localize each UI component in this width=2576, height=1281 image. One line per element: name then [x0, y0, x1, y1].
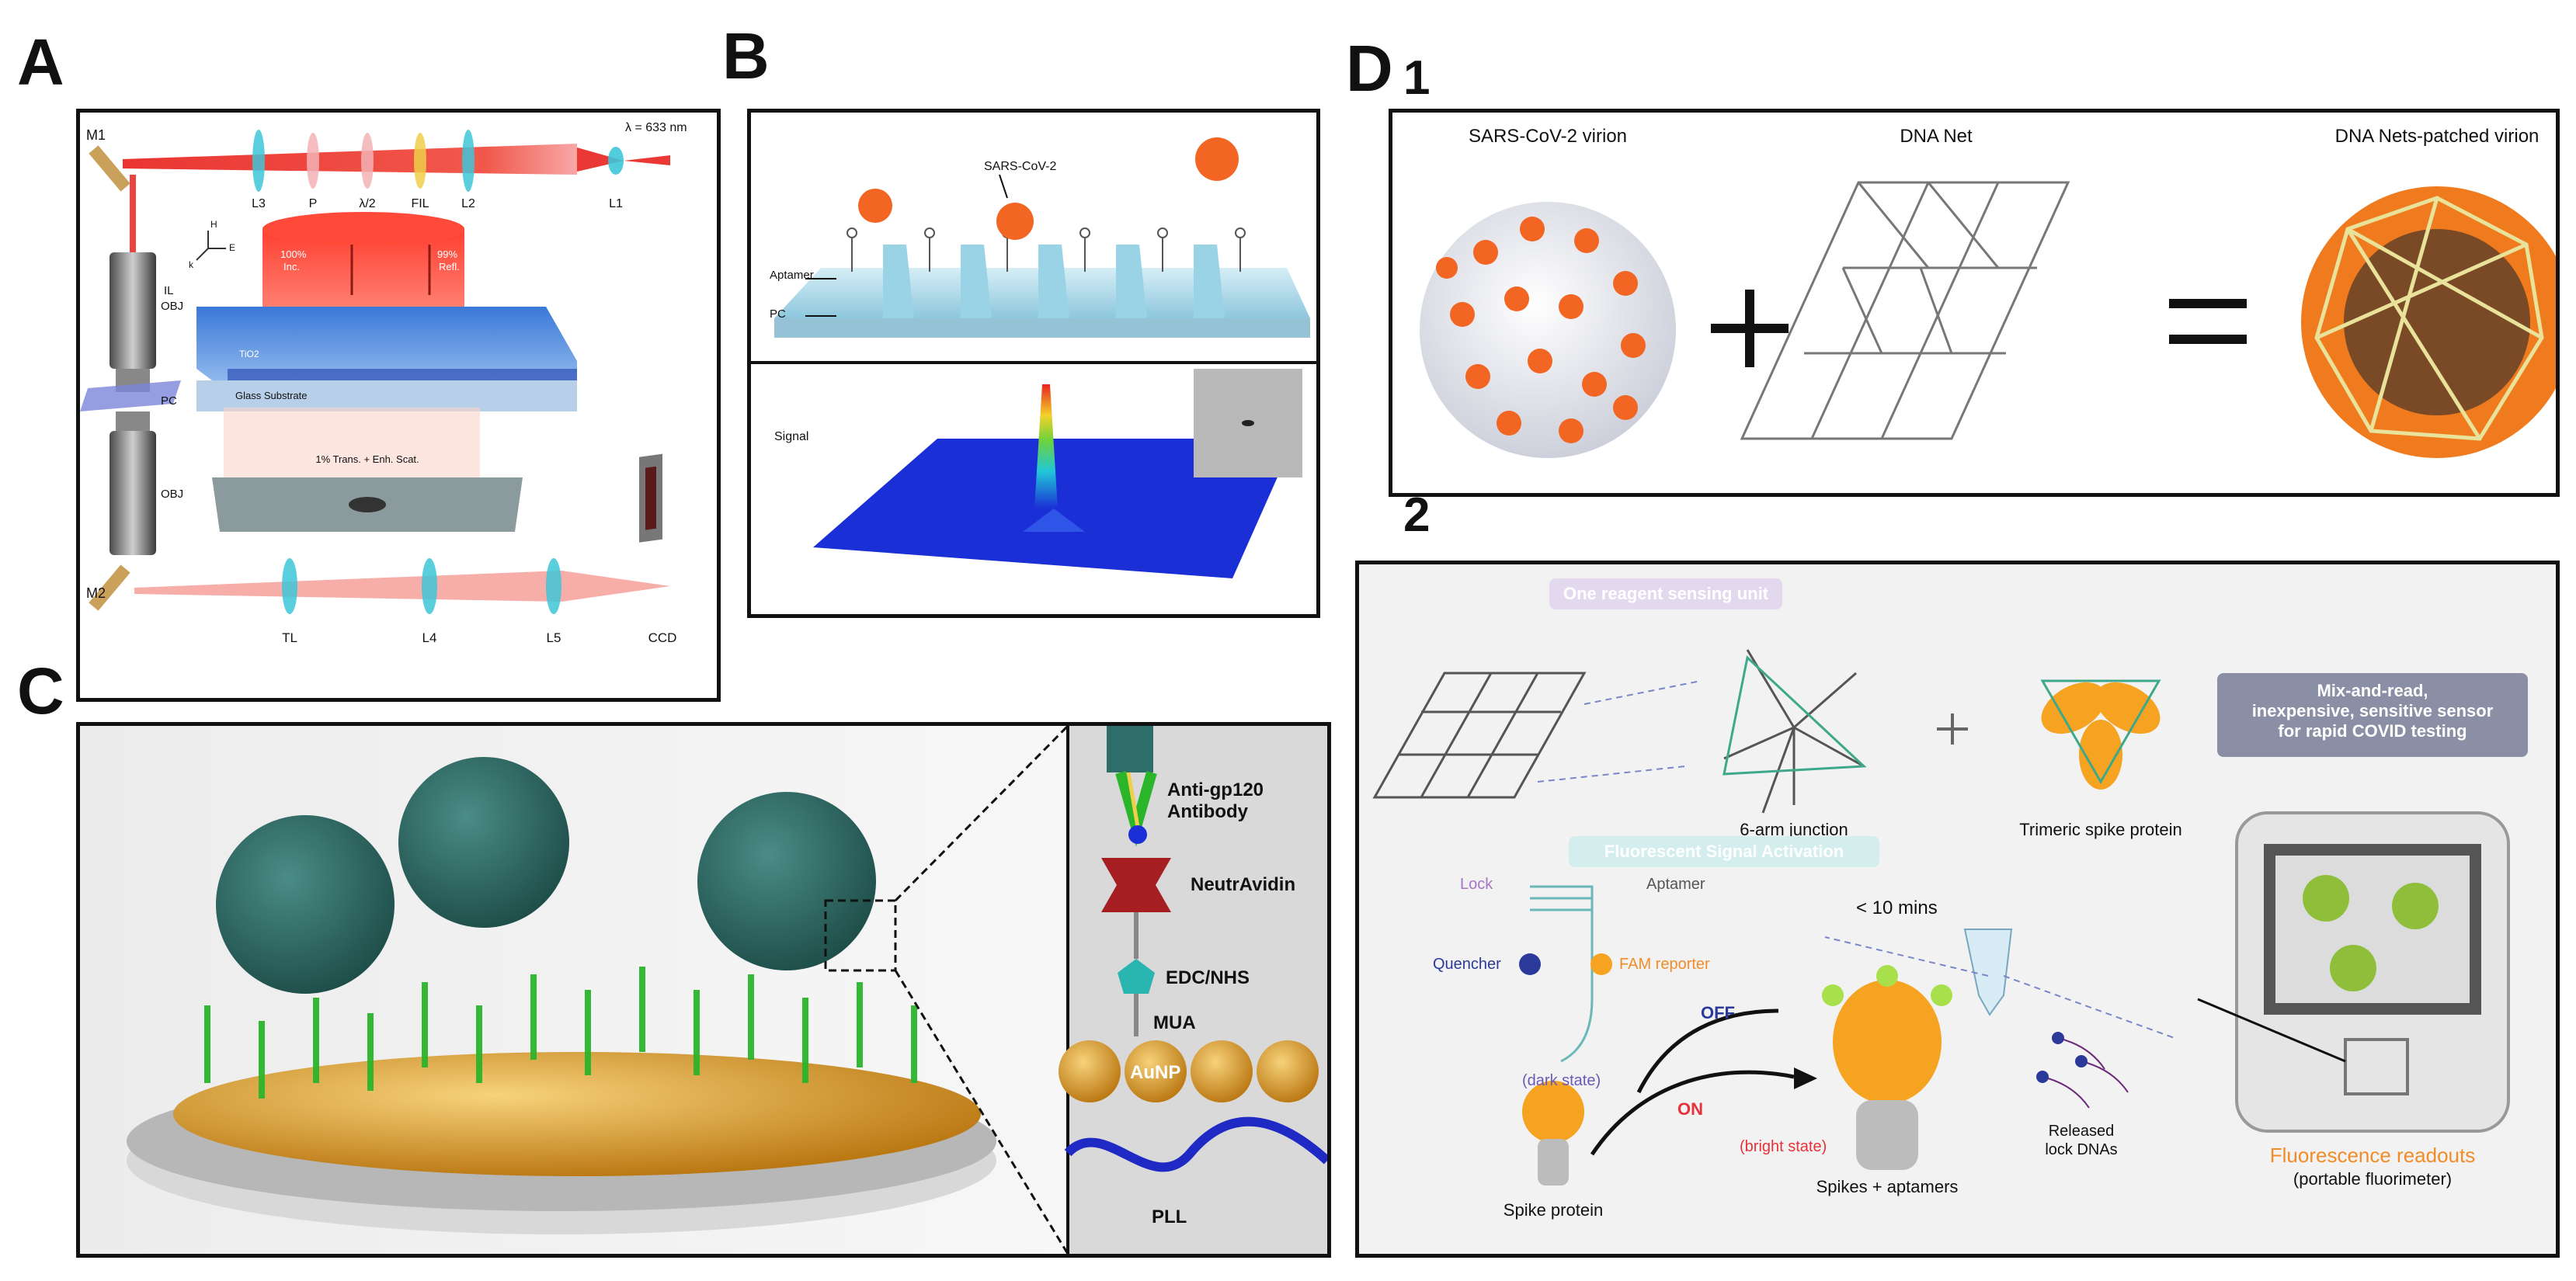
tio2-label: TiO2 — [239, 349, 259, 359]
panel-label-c: C — [17, 654, 64, 727]
mirror-m1 — [89, 145, 130, 192]
axis-e-label: E — [229, 242, 236, 253]
edc-nhs-label: EDC/NHS — [1166, 967, 1250, 988]
panel-label-d1: 1 — [1403, 51, 1431, 105]
lock-label: Lock — [1460, 876, 1493, 893]
panel-c-aunp-sensor: Anti-gp120 Antibody NeutrAvidin EDC/NHS … — [76, 722, 1331, 1258]
aptamer-label: Aptamer — [770, 269, 814, 282]
dna-net-label: DNA Net — [1900, 126, 1973, 147]
tl-label: TL — [282, 630, 297, 645]
virion-label: SARS-CoV-2 virion — [1468, 126, 1628, 147]
panel-label-a: A — [17, 26, 64, 99]
substrate-label: Glass Substrate — [235, 390, 308, 401]
anti-gp120-label: Anti-gp120 — [1167, 779, 1264, 800]
il-label: IL — [164, 284, 174, 297]
il-obj-label: OBJ — [161, 300, 184, 313]
dark-state-label: (dark state) — [1522, 1072, 1601, 1089]
aunp-label: AuNP — [1130, 1062, 1181, 1083]
antibody-label: Antibody — [1167, 801, 1248, 822]
time-label: < 10 mins — [1856, 897, 1938, 918]
signal-label: Signal — [774, 430, 809, 443]
ccd-label: CCD — [648, 630, 677, 645]
readout-line-1: Fluorescence readouts — [2269, 1144, 2476, 1167]
panel-d1-drawing — [1420, 181, 2556, 458]
patched-virion-label: DNA Nets-patched virion — [2334, 126, 2539, 147]
panel-b-drawing — [751, 113, 1316, 578]
readout-line-2: (portable fluorimeter) — [2293, 1169, 2453, 1189]
refl-label: Refl. — [439, 261, 460, 273]
aptamer-label-d2: Aptamer — [1646, 876, 1705, 893]
pc-label-b: PC — [770, 307, 786, 321]
spike-protein-label: Spike protein — [1503, 1200, 1604, 1220]
axis-h-label: H — [210, 219, 217, 230]
fam-label: FAM reporter — [1619, 956, 1710, 973]
pll-label: PLL — [1152, 1206, 1187, 1227]
neutravidin-label: NeutrAvidin — [1191, 874, 1296, 895]
released-line-2: lock DNAs — [2045, 1141, 2118, 1158]
l4-label: L4 — [422, 630, 437, 645]
m2-label: M2 — [86, 585, 106, 601]
released-line-1: Released — [2048, 1123, 2115, 1140]
spikes-aptamers-label: Spikes + aptamers — [1816, 1177, 1959, 1196]
hwp-label: λ/2 — [359, 197, 376, 210]
panel-d2-sensing: One reagent sensing unit 6-arm junction … — [1355, 561, 2560, 1258]
wavelength-label: λ = 633 nm — [625, 121, 687, 134]
mirror-m2 — [89, 564, 130, 611]
fil-label: FIL — [411, 197, 429, 210]
obj-label: OBJ — [161, 488, 184, 501]
junction-label: 6-arm junction — [1740, 820, 1848, 839]
trans-label: 1% Trans. + Enh. Scat. — [315, 453, 419, 465]
bright-state-label: (bright state) — [1740, 1138, 1827, 1155]
quencher-label: Quencher — [1433, 956, 1501, 973]
mua-label: MUA — [1153, 1012, 1196, 1033]
activation-badge: Fluorescent Signal Activation — [1569, 836, 1879, 867]
panel-a-drawing — [80, 130, 670, 614]
refl-pct-label: 99% — [437, 248, 458, 260]
l3-label: L3 — [252, 197, 266, 210]
p-label: P — [308, 197, 318, 210]
m1-label: M1 — [86, 127, 106, 143]
panel-label-d: D — [1346, 32, 1393, 105]
panel-label-b: B — [722, 19, 770, 92]
panel-label-d2: 2 — [1403, 488, 1431, 542]
panel-a-optical-setup: λ = 633 nm M1 M2 L3 P λ/2 FIL L2 L1 IL O… — [76, 109, 721, 702]
mix-read-line-3: for rapid COVID testing — [2278, 721, 2467, 741]
trimeric-label: Trimeric spike protein — [2019, 820, 2182, 839]
mix-read-badge: Mix-and-read, inexpensive, sensitive sen… — [2217, 673, 2528, 757]
l5-label: L5 — [546, 630, 561, 645]
l1-label: L1 — [609, 197, 623, 210]
panel-b-photonic-crystal: SARS-CoV-2 Aptamer PC Signal — [747, 109, 1320, 618]
inc-label: Inc. — [283, 261, 300, 273]
sars-cov-2-label: SARS-CoV-2 — [984, 160, 1057, 173]
off-label: OFF — [1701, 1003, 1735, 1022]
panel-d1-dna-net: SARS-CoV-2 virion DNA Net DNA Nets-patch… — [1389, 109, 2560, 497]
l2-label: L2 — [461, 197, 475, 210]
on-label: ON — [1677, 1099, 1703, 1119]
pc-label: PC — [161, 394, 177, 408]
panel-c-drawing — [80, 726, 1327, 1254]
mix-read-line-1: Mix-and-read, — [2317, 681, 2428, 700]
sensing-unit-badge: One reagent sensing unit — [1549, 578, 1782, 609]
mix-read-line-2: inexpensive, sensitive sensor — [2251, 701, 2494, 720]
inc-pct-label: 100% — [280, 248, 307, 260]
axis-k-label: k — [189, 259, 193, 270]
